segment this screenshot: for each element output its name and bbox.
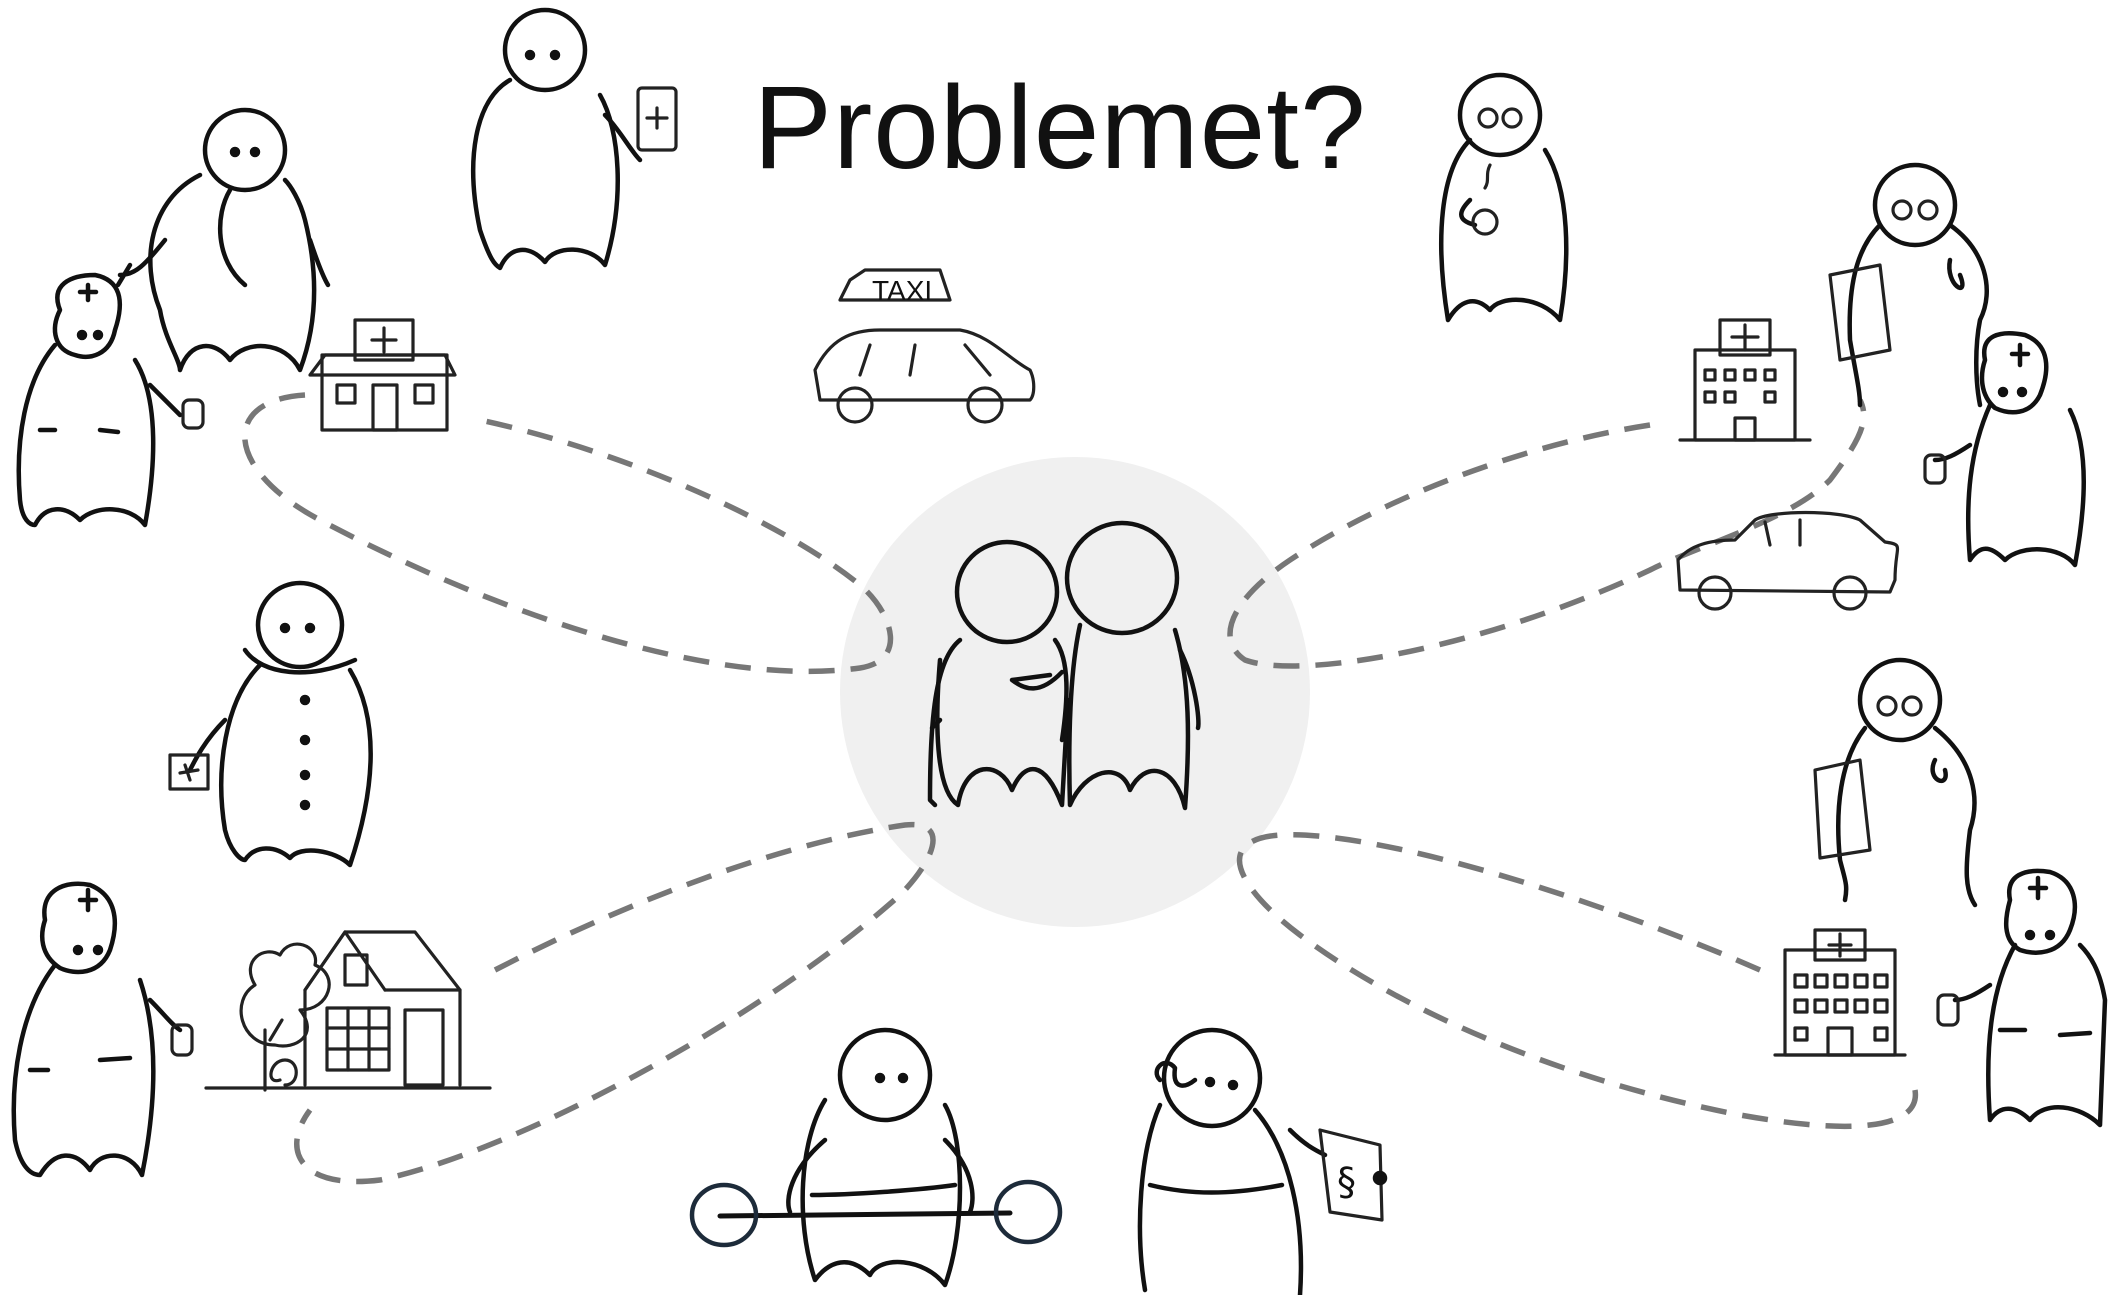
connectors <box>242 392 1919 1185</box>
connector-bottom-right <box>1236 832 1919 1130</box>
page-title: Problemet? <box>753 62 1367 194</box>
hospital-icon <box>1678 318 1812 442</box>
connector-top-left <box>242 392 894 675</box>
person-lifting-barbell <box>689 1027 1063 1288</box>
taxi-icon: TAXI <box>813 268 1036 424</box>
person-overweight <box>115 107 331 373</box>
connector-bottom-left <box>294 821 936 1185</box>
center-circle <box>840 457 1310 927</box>
nurse-top-left <box>16 272 205 528</box>
tree-icon <box>239 942 331 1092</box>
doctor-bottom-right <box>1813 657 1978 908</box>
nurse-bottom-right <box>1936 868 2108 1128</box>
hospital-icon-2 <box>1773 928 1907 1057</box>
connector-top-right <box>1227 398 1867 669</box>
house-icon <box>204 930 492 1090</box>
person-with-law-document: § <box>1137 1027 1388 1295</box>
nurse-bottom-left <box>11 881 194 1178</box>
couple-center <box>927 520 1201 811</box>
person-with-glasses-holding-item <box>1439 72 1569 323</box>
person-with-medicine <box>471 7 678 271</box>
person-with-scarf-and-book <box>168 580 373 868</box>
nurse-top-right <box>1923 331 2086 568</box>
clinic-icon <box>308 318 457 432</box>
taxi-sign-label: TAXI <box>872 275 932 306</box>
car-icon <box>1676 510 1900 611</box>
doctor-top-right <box>1828 162 1989 408</box>
paragraph-sign-label: § <box>1337 1160 1356 1204</box>
